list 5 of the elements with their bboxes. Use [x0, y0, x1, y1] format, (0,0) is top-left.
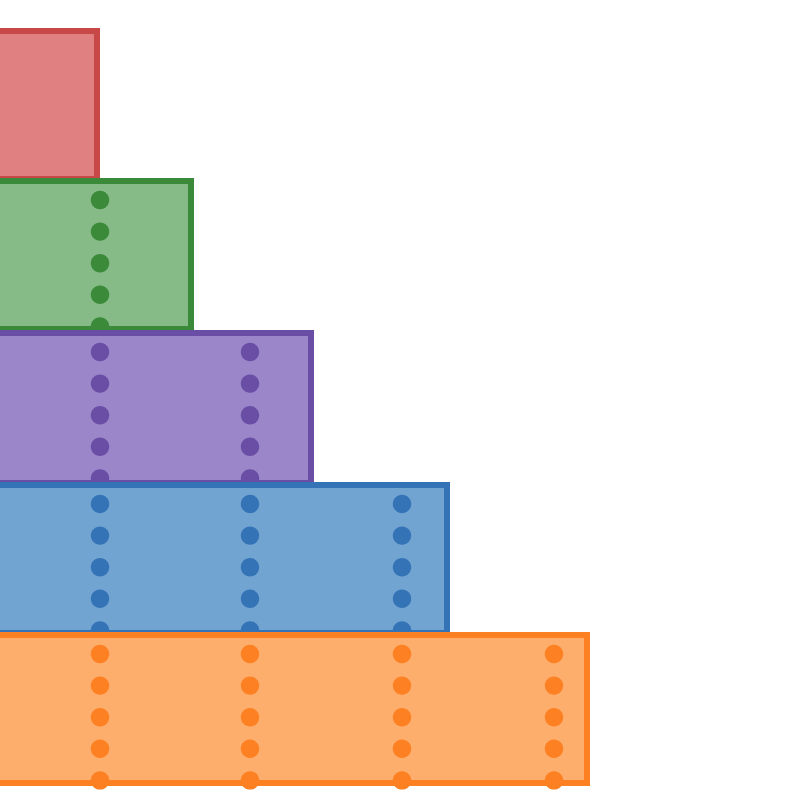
box — [0, 178, 194, 332]
box — [0, 632, 590, 786]
box — [0, 330, 314, 486]
box — [0, 28, 100, 182]
box — [0, 482, 450, 636]
